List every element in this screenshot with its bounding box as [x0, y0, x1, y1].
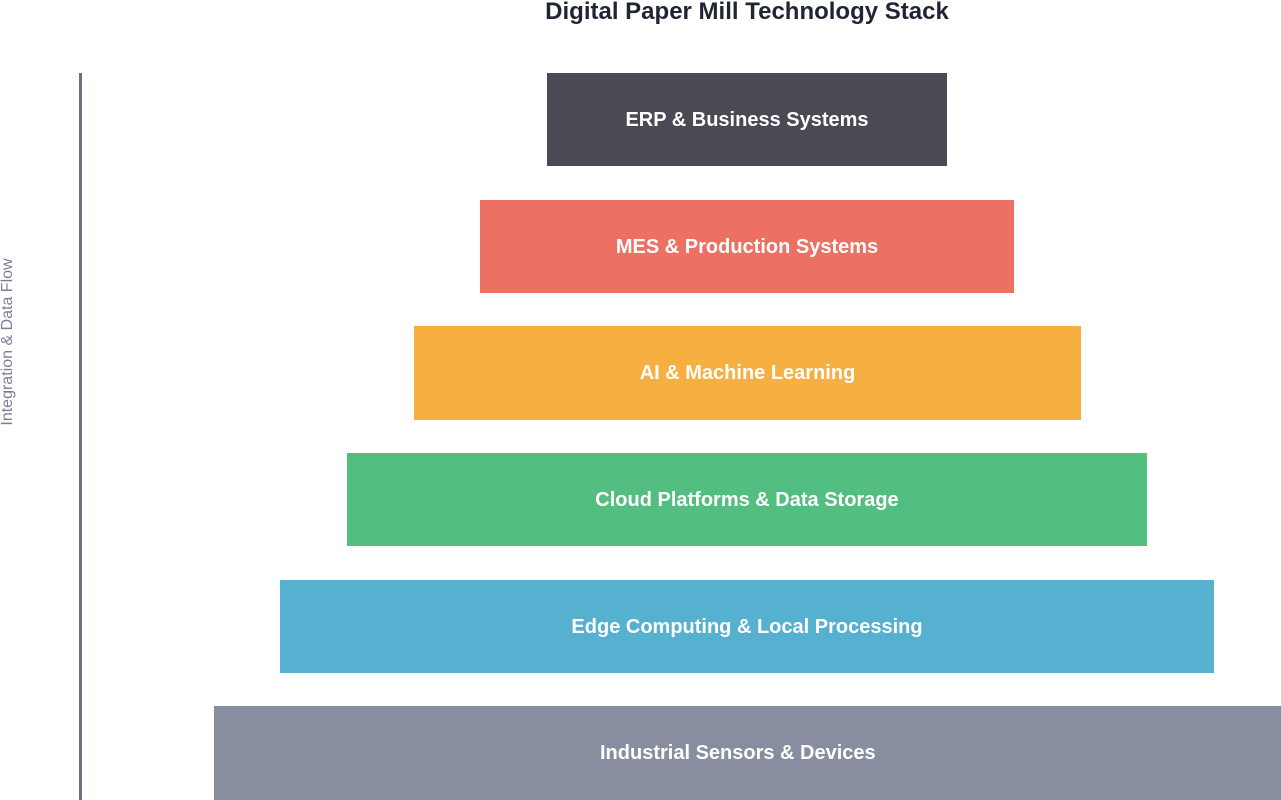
- layer-label: MES & Production Systems: [615, 235, 879, 258]
- layer-ai-machine-learning: AI & Machine Learning: [414, 326, 1081, 420]
- layer-label: Cloud Platforms & Data Storage: [595, 488, 899, 511]
- layer-cloud-platforms-data-storage: Cloud Platforms & Data Storage: [347, 453, 1147, 546]
- diagram-title: Digital Paper Mill Technology Stack: [545, 0, 949, 25]
- layer-label: Industrial Sensors & Devices: [600, 742, 876, 764]
- layer-edge-computing-local-processing: Edge Computing & Local Processing: [280, 580, 1214, 673]
- layer-erp-business-systems: ERP & Business Systems: [547, 73, 947, 166]
- integration-axis-label: Integration & Data Flow: [0, 258, 16, 426]
- layer-mes-production-systems: MES & Production Systems: [480, 200, 1014, 293]
- integration-axis-line: [79, 73, 82, 800]
- layer-industrial-sensors-devices: Industrial Sensors & Devices: [214, 706, 1281, 800]
- layer-label: Edge Computing & Local Processing: [571, 615, 923, 638]
- layer-label: ERP & Business Systems: [625, 108, 869, 131]
- layer-label: AI & Machine Learning: [639, 362, 856, 384]
